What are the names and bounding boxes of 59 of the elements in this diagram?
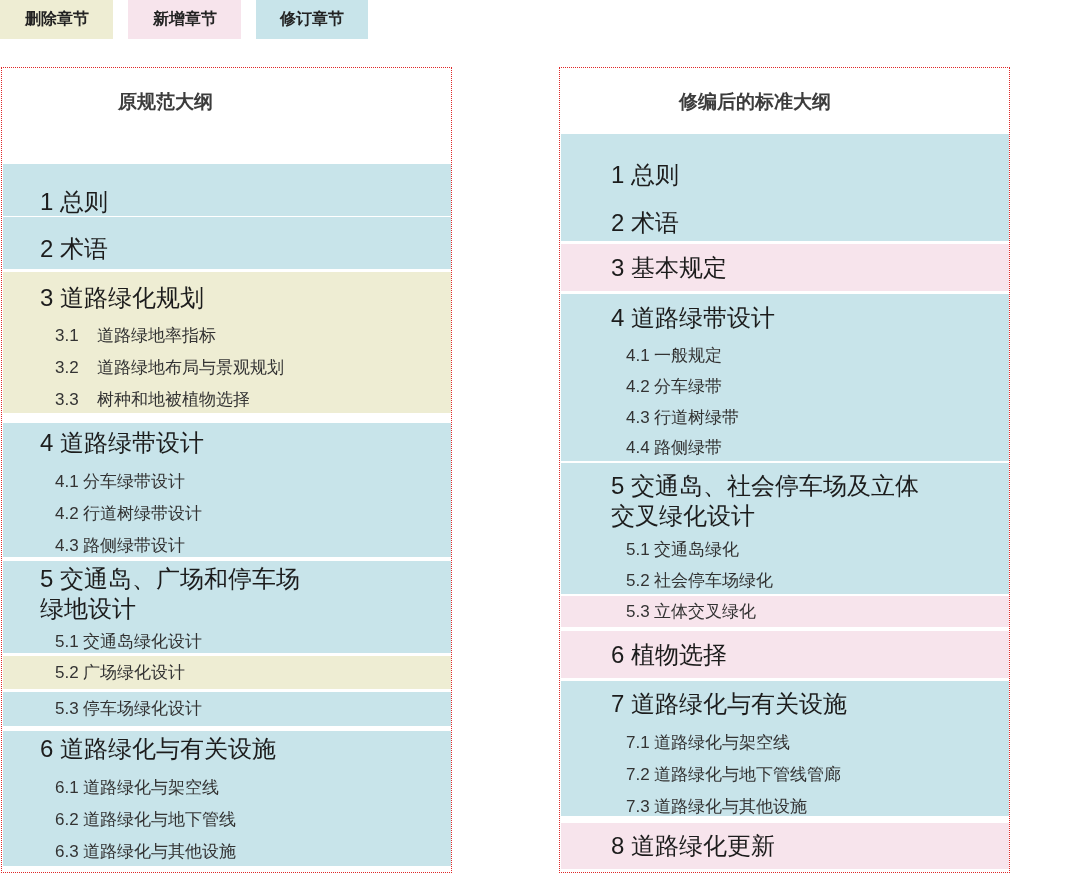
- section-band: [561, 244, 1009, 291]
- section-item: 7.2 道路绿化与地下管线管廊: [626, 764, 842, 786]
- section-item: 5.1 交通岛绿化设计: [55, 631, 203, 653]
- legend-label: 修订章节: [280, 9, 344, 29]
- section-item: 4.2 分车绿带: [626, 376, 723, 398]
- chapter-heading: 3 基本规定: [611, 253, 727, 283]
- section-item: 6.1 道路绿化与架空线: [55, 777, 220, 799]
- chapter-heading: 5 交通岛、广场和停车场绿地设计: [40, 564, 301, 624]
- section-band: [561, 463, 1009, 594]
- outline-panel: [559, 67, 1010, 873]
- section-band: [3, 423, 451, 557]
- section-item: 5.2 社会停车场绿化: [626, 570, 774, 592]
- section-item: 7.1 道路绿化与架空线: [626, 732, 791, 754]
- chapter-heading: 7 道路绿化与有关设施: [611, 689, 847, 719]
- legend-label: 删除章节: [24, 9, 89, 29]
- section-band: [561, 596, 1009, 627]
- chapter-heading: 2 术语: [40, 234, 108, 264]
- section-band: [561, 294, 1009, 461]
- section-item: 4.4 路侧绿带: [626, 437, 723, 459]
- section-band: [561, 134, 1009, 241]
- section-item: 4.1 分车绿带设计: [55, 471, 186, 493]
- section-band: [561, 823, 1009, 869]
- section-item: 4.3 行道树绿带: [626, 407, 740, 429]
- section-band: [3, 217, 451, 269]
- chapter-heading: 4 道路绿带设计: [40, 428, 204, 458]
- section-band: [561, 631, 1009, 678]
- chapter-heading: 2 术语: [611, 208, 679, 238]
- section-item: 3.2 道路绿地布局与景观规划: [55, 357, 285, 379]
- chapter-heading: 8 道路绿化更新: [611, 831, 775, 861]
- section-item: 3.1 道路绿地率指标: [55, 325, 217, 347]
- section-item: 4.2 行道树绿带设计: [55, 503, 203, 525]
- chapter-heading: 1 总则: [611, 160, 679, 190]
- section-item: 5.3 立体交叉绿化: [626, 601, 757, 623]
- outline-panel: [1, 67, 452, 873]
- chapter-heading: 4 道路绿带设计: [611, 303, 775, 333]
- chapter-heading: 6 植物选择: [611, 640, 727, 670]
- chapter-heading: 1 总则: [40, 187, 108, 217]
- panel-title: 修编后的标准大纲: [679, 90, 831, 114]
- section-item: 4.3 路侧绿带设计: [55, 535, 186, 557]
- section-item: 5.3 停车场绿化设计: [55, 698, 203, 720]
- section-band: [3, 656, 451, 689]
- section-band: [3, 272, 451, 413]
- section-item: 3.3 树种和地被植物选择: [55, 389, 251, 411]
- section-item: 7.3 道路绿化与其他设施: [626, 796, 808, 818]
- section-band: [561, 681, 1009, 816]
- section-item: 4.1 一般规定: [626, 345, 723, 367]
- chapter-heading: 3 道路绿化规划: [40, 283, 204, 313]
- chapter-heading: 5 交通岛、社会停车场及立体交叉绿化设计: [611, 471, 920, 531]
- section-item: 6.3 道路绿化与其他设施: [55, 841, 237, 863]
- legend-label: 新增章节: [152, 9, 217, 29]
- section-item: 6.2 道路绿化与地下管线: [55, 809, 237, 831]
- section-band: [3, 692, 451, 726]
- section-band: [3, 561, 451, 653]
- section-item: 5.1 交通岛绿化: [626, 539, 740, 561]
- chapter-heading: 6 道路绿化与有关设施: [40, 734, 276, 764]
- section-band: [3, 731, 451, 866]
- panel-title: 原规范大纲: [118, 90, 213, 114]
- section-band: [3, 164, 451, 216]
- section-item: 5.2 广场绿化设计: [55, 662, 186, 684]
